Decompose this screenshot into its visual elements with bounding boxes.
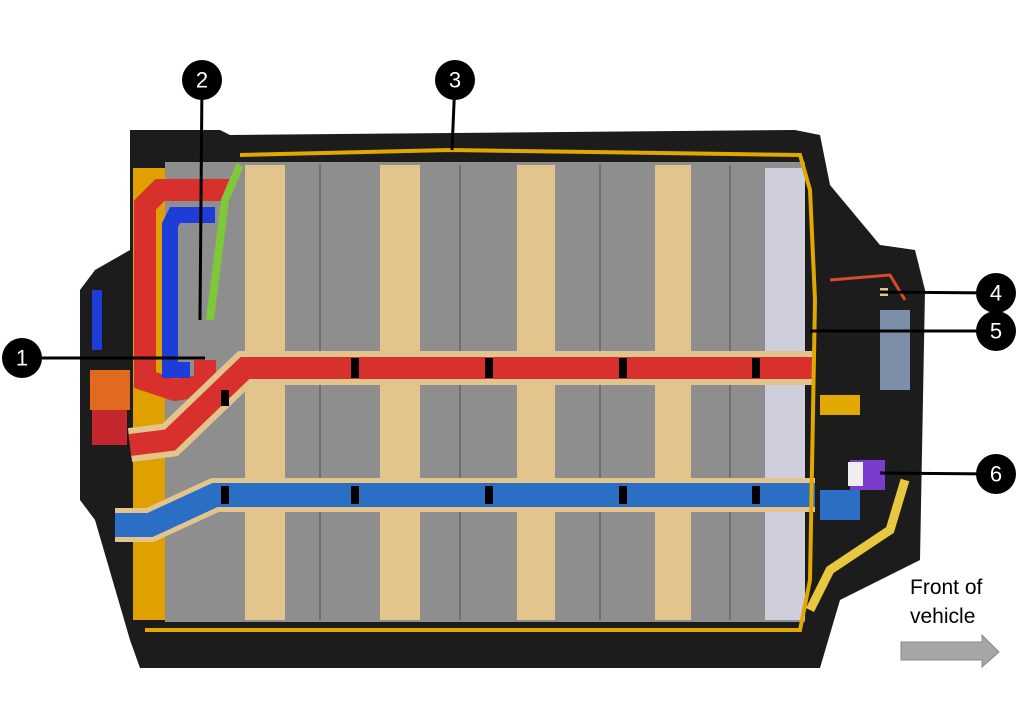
svg-text:2: 2 [196,68,208,93]
callout-6: 6 [976,454,1016,494]
negative-busbar-core [115,483,815,537]
svg-text:1: 1 [16,346,28,371]
sense-harness [206,163,244,321]
busbar-clips [221,358,760,504]
module-dividers [245,165,691,620]
negative-loop-busbar [162,207,215,378]
callout-2: 2 [182,60,222,100]
callout-3: 3 [435,60,475,100]
front-electronics [90,273,910,520]
direction-label: Front of vehicle [910,573,982,631]
positive-busbar-core [128,357,815,456]
callout-1: 1 [2,338,42,378]
front-harness [805,478,910,613]
front-arrow-icon [900,633,1000,669]
direction-label-line1: Front of [910,576,983,599]
svg-text:5: 5 [990,319,1002,344]
module-separator-lines [319,165,731,620]
callout-5: 5 [976,311,1016,351]
callout-4: 4 [976,273,1016,313]
end-plate [765,168,805,620]
svg-text:6: 6 [990,462,1002,487]
svg-text:4: 4 [990,281,1002,306]
coolant-line [145,147,818,632]
direction-label-line2: vehicle [910,605,976,628]
svg-text:3: 3 [449,68,461,93]
